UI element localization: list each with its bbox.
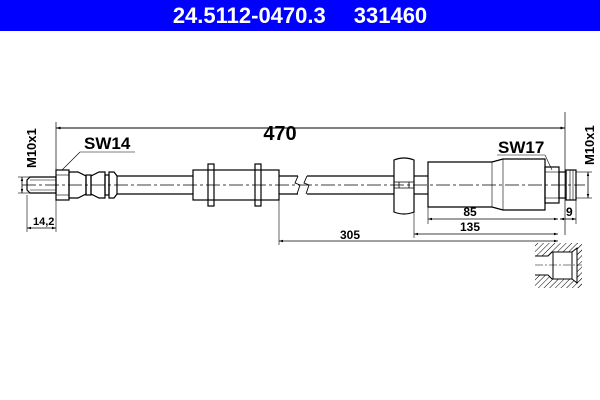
port-detail-view (535, 243, 582, 288)
dim-85-label: 85 (463, 205, 477, 219)
dim-305-label: 305 (340, 228, 360, 242)
part-number: 24.5112-0470.3 (172, 2, 326, 28)
left-thread-label: M10x1 (24, 128, 39, 168)
bracket-clip (393, 157, 415, 215)
crimp-sleeve (427, 158, 546, 211)
support-sleeve (192, 169, 280, 201)
left-fitting-length-label: 14,2 (33, 216, 54, 228)
title-bar: 24.5112-0470.3 331460 (0, 0, 600, 31)
right-thread-label: M10x1 (582, 125, 597, 165)
dim-135-label: 135 (460, 220, 480, 234)
right-fitting-length-label: 9 (566, 205, 573, 219)
overall-length-label: 470 (263, 123, 296, 145)
reference-number: 331460 (353, 2, 428, 28)
left-wrench-size-label: SW14 (84, 134, 131, 153)
right-wrench-size-label: SW17 (498, 138, 544, 157)
right-thread (565, 169, 577, 201)
